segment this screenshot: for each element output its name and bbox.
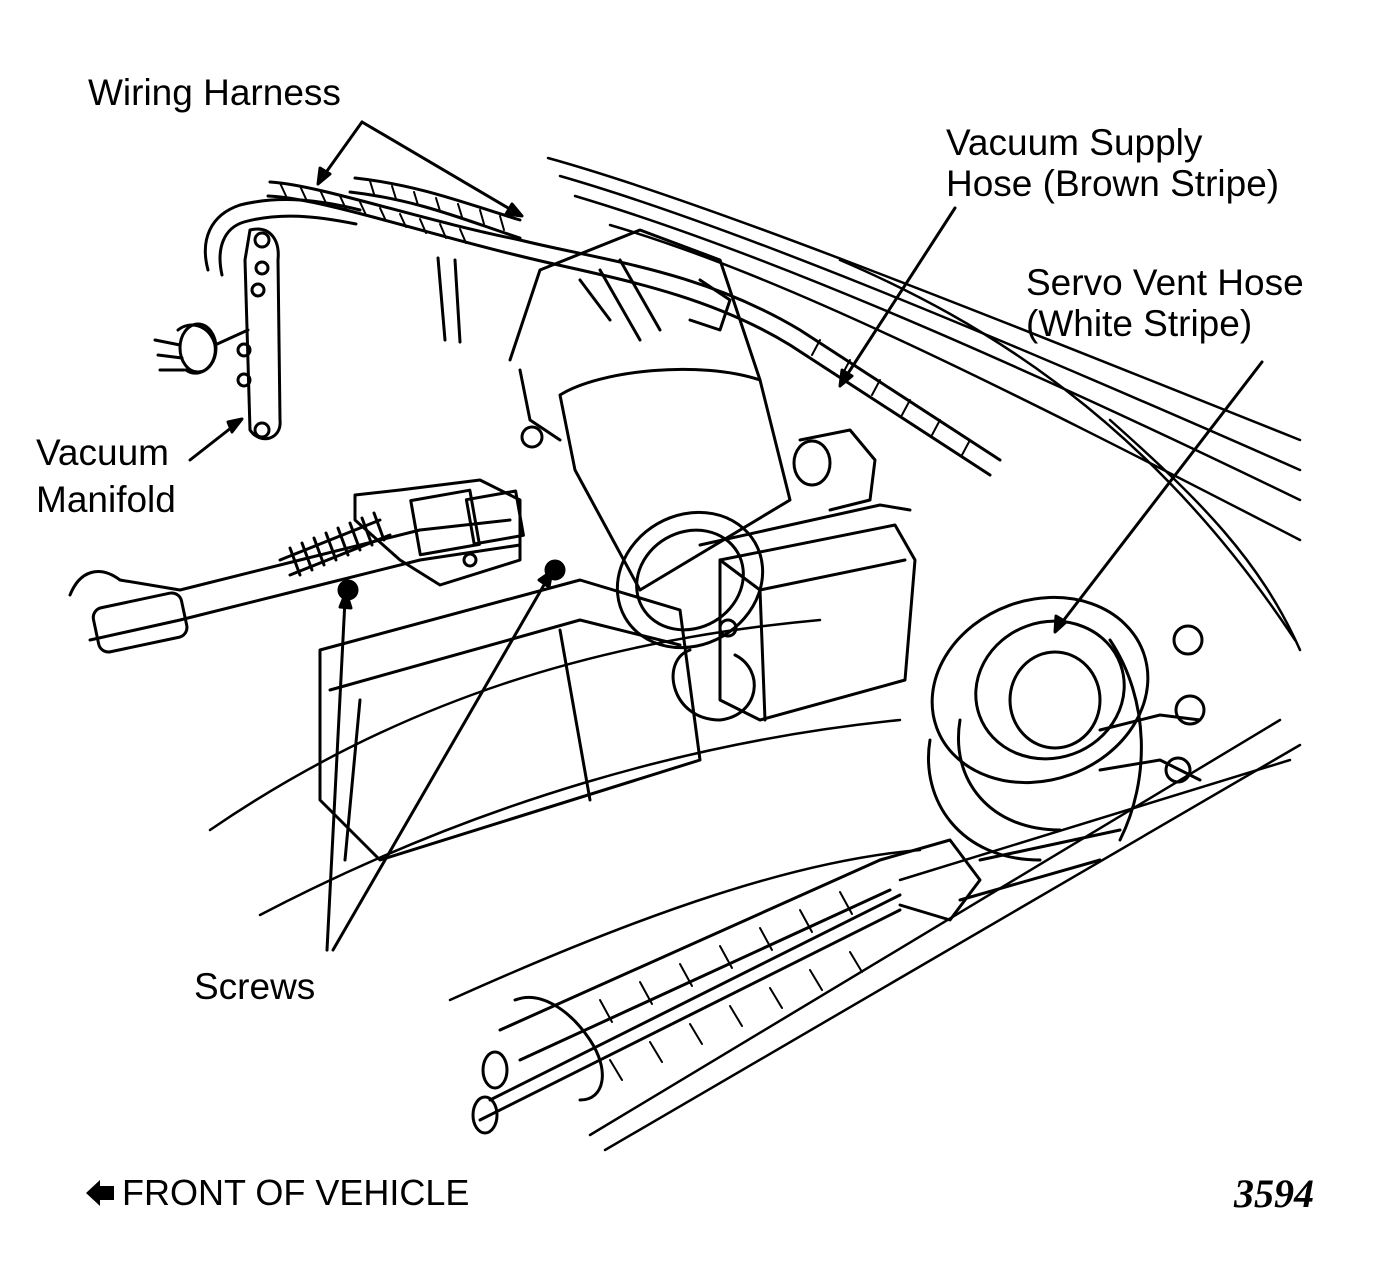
harness-stripes [280,181,970,455]
diaphragm-assembly [906,568,1204,860]
leader-wiring-harness [318,122,522,216]
label-front-of-vehicle: FRONT OF VEHICLE [122,1172,470,1213]
figure-number: 3594 [1234,1171,1314,1216]
vacuum-manifold [155,229,280,439]
lower-cable-bundle [473,830,1120,1133]
leader-servo-vent [1055,362,1262,632]
reservoir [673,430,915,720]
fender-contour [548,158,1300,650]
left-arrow-icon [86,1180,114,1206]
label-servo-vent-line2: (White Stripe) [1026,303,1253,345]
label-wiring-harness: Wiring Harness [88,72,341,113]
label-vacuum-supply-line1: Vacuum Supply [946,122,1203,163]
label-vacuum-supply-hose: Vacuum Supply Hose (Brown Stripe) [946,122,1279,205]
manifold-pipe [205,200,360,275]
label-screws: Screws [194,966,316,1007]
label-servo-vent-line1: Servo Vent Hose [1026,262,1304,303]
leader-vacuum-supply [840,208,955,386]
leader-screws [327,571,552,950]
lower-bundle-stripes [600,892,862,1080]
cable-linkage [70,480,523,654]
battery-block [320,580,700,860]
label-vacuum-manifold: Vacuum Manifold [36,432,176,521]
wiring-harness-bundle [268,178,1000,475]
leader-vacuum-manifold [190,419,242,460]
label-vacuum-manifold-line2: Manifold [36,479,176,521]
label-servo-vent-hose: Servo Vent Hose (White Stripe) [1026,262,1304,345]
label-vacuum-supply-line2: Hose (Brown Stripe) [946,163,1280,205]
servo-unit [510,230,790,674]
label-vacuum-manifold-line1: Vacuum [36,432,169,473]
